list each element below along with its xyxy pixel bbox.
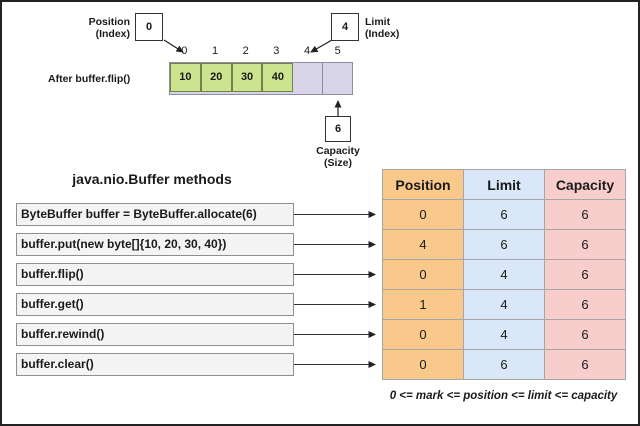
capacity-value-box: 6 bbox=[325, 116, 351, 142]
buffer-index-5: 5 bbox=[334, 45, 341, 57]
cell-position: 4 bbox=[382, 229, 464, 260]
position-pointer-label: Position (Index) bbox=[60, 16, 130, 40]
cell-capacity: 6 bbox=[544, 349, 626, 380]
buffer-cell-2: 30 bbox=[231, 63, 263, 92]
table-row: 0 4 6 bbox=[382, 319, 626, 350]
table-row: 4 6 6 bbox=[382, 229, 626, 260]
buffer-state-label: After buffer.flip() bbox=[48, 73, 131, 85]
buffer-index-0: 0 bbox=[181, 45, 188, 57]
cell-limit: 6 bbox=[463, 229, 545, 260]
cell-limit: 6 bbox=[463, 349, 545, 380]
table-row: 0 6 6 bbox=[382, 199, 626, 230]
cell-limit: 4 bbox=[463, 259, 545, 290]
cell-position: 0 bbox=[382, 199, 464, 230]
buffer-cell-4 bbox=[293, 63, 322, 94]
table-header-row: Position Limit Capacity bbox=[382, 169, 626, 200]
position-value-box: 0 bbox=[135, 13, 163, 41]
position-pointer-label-line2: (Index) bbox=[95, 28, 130, 40]
buffer-index-4: 4 bbox=[303, 45, 311, 57]
buffer-index-row: 0 1 2 3 4 5 bbox=[169, 45, 353, 57]
limit-pointer-label: Limit (Index) bbox=[365, 16, 425, 40]
column-header-position: Position bbox=[382, 169, 464, 200]
cell-position: 1 bbox=[382, 289, 464, 320]
method-box-get: buffer.get() bbox=[16, 293, 294, 316]
buffer-index-1: 1 bbox=[211, 45, 219, 57]
cell-limit: 6 bbox=[463, 199, 545, 230]
cell-limit: 4 bbox=[463, 319, 545, 350]
buffer-cell-3: 40 bbox=[262, 63, 294, 92]
buffer-index-2: 2 bbox=[242, 45, 249, 57]
method-box-flip: buffer.flip() bbox=[16, 263, 294, 286]
limit-pointer-label-line2: (Index) bbox=[365, 28, 400, 40]
buffer-state-table: Position Limit Capacity 0 6 6 4 6 6 0 4 … bbox=[382, 169, 626, 380]
cell-capacity: 6 bbox=[544, 289, 626, 320]
table-row: 1 4 6 bbox=[382, 289, 626, 320]
limit-pointer-label-line1: Limit bbox=[365, 16, 391, 28]
capacity-pointer-label: Capacity (Size) bbox=[302, 145, 374, 169]
buffer-cell-1: 20 bbox=[200, 63, 232, 92]
capacity-pointer-label-line2: (Size) bbox=[323, 157, 352, 169]
cell-capacity: 6 bbox=[544, 259, 626, 290]
cell-capacity: 6 bbox=[544, 319, 626, 350]
method-box-put: buffer.put(new byte[]{10, 20, 30, 40}) bbox=[16, 233, 294, 256]
cell-position: 0 bbox=[382, 259, 464, 290]
buffer-index-3: 3 bbox=[273, 45, 280, 57]
position-pointer-label-line1: Position bbox=[88, 16, 130, 28]
limit-value-box: 4 bbox=[331, 13, 359, 41]
methods-section-title: java.nio.Buffer methods bbox=[72, 171, 232, 187]
method-box-rewind: buffer.rewind() bbox=[16, 323, 294, 346]
cell-limit: 4 bbox=[463, 289, 545, 320]
buffer-cell-5 bbox=[322, 63, 352, 94]
column-header-limit: Limit bbox=[463, 169, 545, 200]
table-row: 0 6 6 bbox=[382, 349, 626, 380]
cell-capacity: 6 bbox=[544, 229, 626, 260]
method-box-clear: buffer.clear() bbox=[16, 353, 294, 376]
capacity-pointer-label-line1: Capacity bbox=[316, 145, 360, 157]
table-row: 0 4 6 bbox=[382, 259, 626, 290]
column-header-capacity: Capacity bbox=[544, 169, 626, 200]
buffer-cell-0: 10 bbox=[170, 63, 201, 92]
invariant-note: 0 <= mark <= position <= limit <= capaci… bbox=[389, 390, 618, 402]
cell-position: 0 bbox=[382, 319, 464, 350]
buffer-cells-row: 10 20 30 40 bbox=[169, 62, 353, 95]
method-box-allocate: ByteBuffer buffer = ByteBuffer.allocate(… bbox=[16, 203, 294, 226]
cell-position: 0 bbox=[382, 349, 464, 380]
cell-capacity: 6 bbox=[544, 199, 626, 230]
